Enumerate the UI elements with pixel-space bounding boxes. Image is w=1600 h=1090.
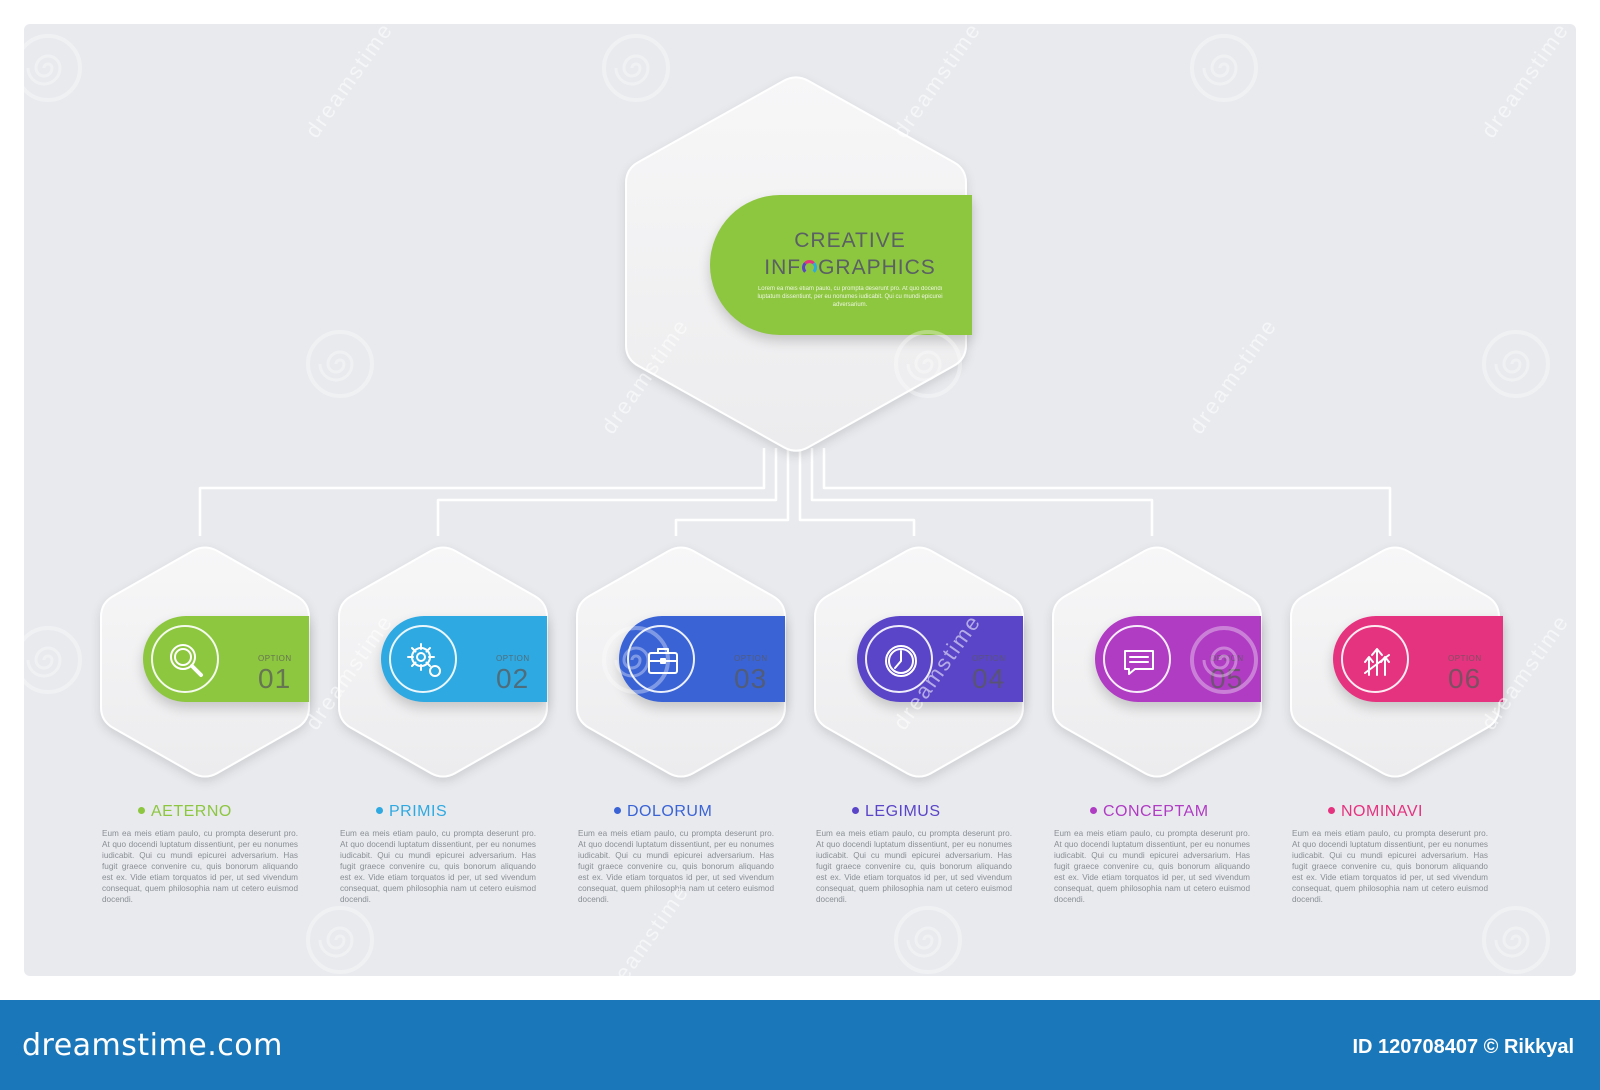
option-4-title: LEGIMUS — [852, 803, 941, 821]
footer-logo: dreamstime.com — [22, 1028, 283, 1063]
clock-icon — [865, 625, 933, 693]
watermark-swirl-icon — [893, 329, 963, 399]
option-6-name: NOMINAVI — [1341, 803, 1423, 820]
chat-icon — [1103, 625, 1171, 693]
ring-o-icon — [802, 260, 818, 275]
gears-icon — [389, 625, 457, 693]
option-3-number: 03 — [734, 663, 768, 694]
option-5-description: Eum ea meis etiam paulo, cu prompta dese… — [1054, 829, 1250, 904]
option-5-title: CONCEPTAM — [1090, 803, 1209, 821]
option-3-title: DOLORUM — [614, 803, 712, 821]
bullet-dot-icon — [138, 807, 145, 814]
watermark-swirl-icon — [305, 329, 375, 399]
watermark-swirl-icon — [601, 625, 671, 695]
bullet-dot-icon — [1328, 807, 1335, 814]
option-4-name: LEGIMUS — [865, 803, 941, 820]
option-6-label: OPTION — [1448, 654, 1482, 663]
watermark-swirl-icon — [893, 905, 963, 975]
option-2-name: PRIMIS — [389, 803, 448, 820]
watermark-swirl-icon — [305, 905, 375, 975]
option-2-title: PRIMIS — [376, 803, 447, 821]
main-subtitle-text: Lorem ea meis etiam paulo, cu prompta de… — [757, 286, 943, 308]
magnifier-icon — [151, 625, 219, 693]
option-5-label: OPTION — [1210, 654, 1244, 663]
option-6-number: 06 — [1448, 663, 1482, 694]
option-1-title: AETERNO — [138, 803, 232, 821]
main-title-line2-end: GRAPHICS — [818, 256, 936, 279]
option-3-name: DOLORUM — [627, 803, 713, 820]
option-2-label: OPTION — [496, 654, 530, 663]
watermark-swirl-icon — [1481, 905, 1551, 975]
option-6-description: Eum ea meis etiam paulo, cu prompta dese… — [1292, 829, 1488, 904]
option-3-label: OPTION — [734, 654, 768, 663]
option-3-description: Eum ea meis etiam paulo, cu prompta dese… — [578, 829, 774, 904]
option-1-name: AETERNO — [151, 803, 232, 820]
option-1-number: 01 — [258, 663, 292, 694]
watermark-swirl-icon — [601, 33, 671, 103]
option-2-description: Eum ea meis etiam paulo, cu prompta dese… — [340, 829, 536, 904]
bullet-dot-icon — [852, 807, 859, 814]
option-6-title: NOMINAVI — [1328, 803, 1423, 821]
main-title-line1: CREATIVE — [794, 229, 906, 252]
bullet-dot-icon — [614, 807, 621, 814]
option-1-description: Eum ea meis etiam paulo, cu prompta dese… — [102, 829, 298, 904]
option-1-label: OPTION — [258, 654, 292, 663]
watermark-swirl-icon — [1189, 625, 1259, 695]
option-5-name: CONCEPTAM — [1103, 803, 1209, 820]
watermark-swirl-icon — [1189, 33, 1259, 103]
arrows-up-icon — [1341, 625, 1409, 693]
bullet-dot-icon — [1090, 807, 1097, 814]
main-title: CREATIVE INF GRAPHICS — [740, 227, 960, 281]
option-4-description: Eum ea meis etiam paulo, cu prompta dese… — [816, 829, 1012, 904]
option-4-number: 04 — [972, 663, 1006, 694]
bullet-dot-icon — [376, 807, 383, 814]
watermark-swirl-icon — [13, 625, 83, 695]
option-2-number: 02 — [496, 663, 530, 694]
option-4-label: OPTION — [972, 654, 1006, 663]
watermark-swirl-icon — [13, 33, 83, 103]
footer-image-id: ID 120708407 © Rikkyal — [1352, 1036, 1574, 1058]
watermark-swirl-icon — [1481, 329, 1551, 399]
briefcase-icon — [627, 625, 695, 693]
footer-bar: dreamstime.com ID 120708407 © Rikkyal — [0, 1000, 1600, 1090]
main-title-banner — [710, 195, 972, 335]
option-5-number: 05 — [1210, 663, 1244, 694]
main-title-line2-start: INF — [764, 256, 802, 279]
